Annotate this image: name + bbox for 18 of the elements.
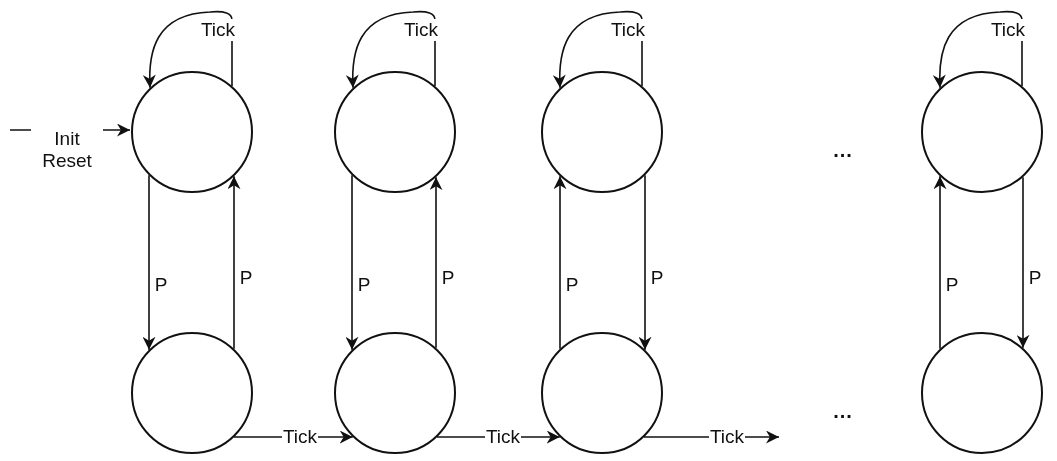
arrow <box>143 10 233 89</box>
arrow <box>553 175 567 350</box>
edge-label: Tick <box>199 19 237 41</box>
ellipsis-label: ... <box>833 138 853 162</box>
edge-label: Tick <box>989 19 1027 41</box>
arrow <box>227 175 241 350</box>
arrow <box>142 174 156 351</box>
arrow <box>429 176 443 349</box>
arrow <box>553 10 643 89</box>
arrow <box>346 10 436 89</box>
arrow <box>933 10 1023 89</box>
arrow <box>1016 176 1030 349</box>
edge-label: Tick <box>402 19 440 41</box>
ellipsis-label: ... <box>833 399 853 423</box>
edge-label: Tick <box>609 19 647 41</box>
arrow <box>345 174 359 351</box>
arrow <box>933 175 947 350</box>
arrow <box>638 174 652 351</box>
